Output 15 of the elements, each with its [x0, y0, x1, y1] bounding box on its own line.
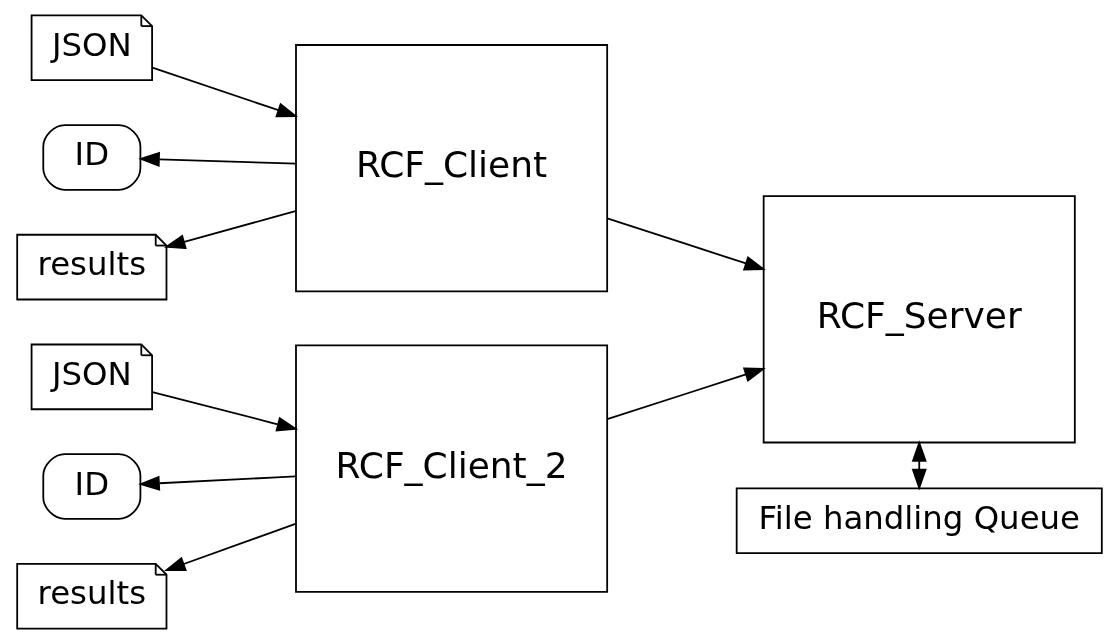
arrow — [163, 210, 296, 250]
arrow — [605, 367, 766, 420]
node-box: File handling Queue — [735, 487, 1103, 555]
arrow — [151, 391, 298, 432]
arrow — [151, 66, 298, 118]
node-box: RCF_Client — [294, 44, 608, 293]
node-box: ID — [41, 124, 141, 191]
arrow — [605, 217, 766, 271]
arrow — [137, 475, 297, 491]
arrow — [137, 151, 297, 167]
node-box: RCF_Client_2 — [294, 344, 608, 593]
node-box: RCF_Server — [762, 195, 1076, 444]
arrow — [163, 523, 296, 572]
arrow — [911, 440, 927, 491]
node-box: ID — [41, 453, 141, 520]
